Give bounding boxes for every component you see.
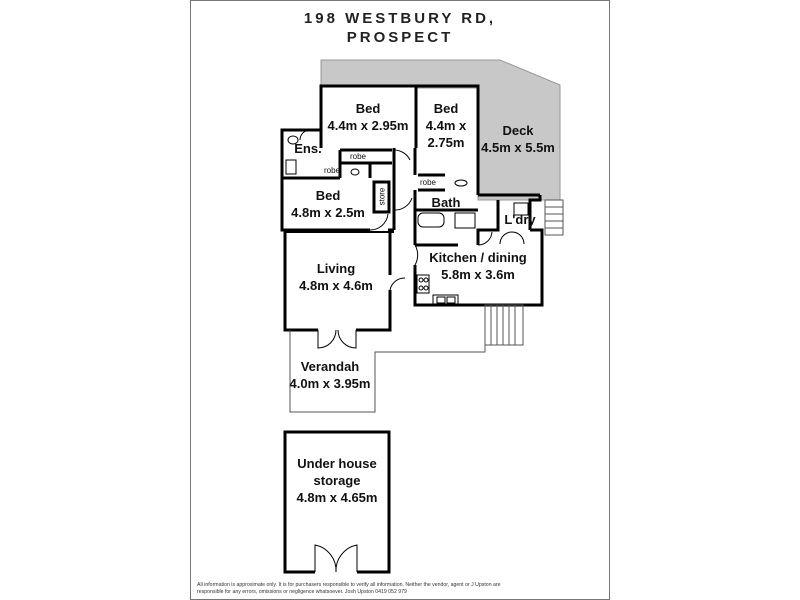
room-deck-name: Deck: [502, 123, 534, 138]
disclaimer-line-2: responsible for any errors, omissions or…: [197, 588, 407, 595]
room-laundry-name: L'dry: [504, 212, 536, 227]
room-bed-2: Bed 4.4m x 2.75m: [426, 100, 466, 151]
room-bed-3-dims: 4.8m x 2.5m: [291, 205, 365, 220]
room-living: Living 4.8m x 4.6m: [299, 260, 373, 294]
doors: [299, 129, 525, 349]
kitchen-stairs: [484, 304, 524, 346]
room-bath: Bath: [432, 194, 461, 211]
robe-label-3: robe: [419, 178, 437, 187]
store-label: store: [377, 187, 387, 206]
room-verandah: Verandah 4.0m x 3.95m: [290, 358, 371, 392]
disclaimer: All information is approximate only. It …: [197, 582, 597, 595]
robe-label-2: robe: [323, 166, 341, 175]
room-bath-name: Bath: [431, 195, 461, 210]
room-living-dims: 4.8m x 4.6m: [299, 278, 373, 293]
room-living-name: Living: [316, 261, 356, 276]
room-bed-2-dims-1: 4.4m x: [425, 118, 467, 133]
robe-label-1: robe: [349, 152, 367, 161]
room-storage: Under house storage 4.8m x 4.65m: [297, 455, 378, 506]
storage-doors: [314, 544, 358, 574]
room-bed-2-name: Bed: [433, 101, 459, 116]
room-deck: Deck 4.5m x 5.5m: [481, 122, 555, 156]
room-bed-1-name: Bed: [355, 101, 381, 116]
disclaimer-line-1: All information is approximate only. It …: [197, 582, 501, 588]
room-ensuite-name: Ens.: [294, 141, 322, 156]
title-line-1: 198 WESTBURY RD,: [303, 10, 497, 27]
room-storage-name-1: Under house: [297, 456, 377, 471]
room-kitchen: Kitchen / dining 5.8m x 3.6m: [429, 249, 527, 283]
room-bed-2-dims-2: 2.75m: [427, 135, 465, 150]
room-bed-3-name: Bed: [315, 188, 341, 203]
room-ensuite: Ens.: [294, 140, 321, 157]
room-bed-3: Bed 4.8m x 2.5m: [291, 187, 365, 221]
title-line-2: PROSPECT: [346, 29, 454, 46]
room-bed-1: Bed 4.4m x 2.95m: [328, 100, 409, 134]
room-storage-name-2: storage: [313, 473, 361, 488]
room-verandah-dims: 4.0m x 3.95m: [289, 376, 371, 391]
fixtures: [285, 135, 529, 305]
house-walls: [280, 84, 544, 332]
room-storage-dims: 4.8m x 4.65m: [296, 490, 378, 505]
room-kitchen-name: Kitchen / dining: [429, 250, 527, 265]
verandah-outline: [289, 330, 486, 413]
room-kitchen-dims: 5.8m x 3.6m: [441, 267, 515, 282]
room-bed-1-dims: 4.4m x 2.95m: [327, 118, 409, 133]
room-laundry: L'dry: [504, 211, 535, 228]
room-deck-dims: 4.5m x 5.5m: [481, 140, 555, 155]
room-verandah-name: Verandah: [300, 359, 360, 374]
deck-stairs: [544, 199, 564, 236]
